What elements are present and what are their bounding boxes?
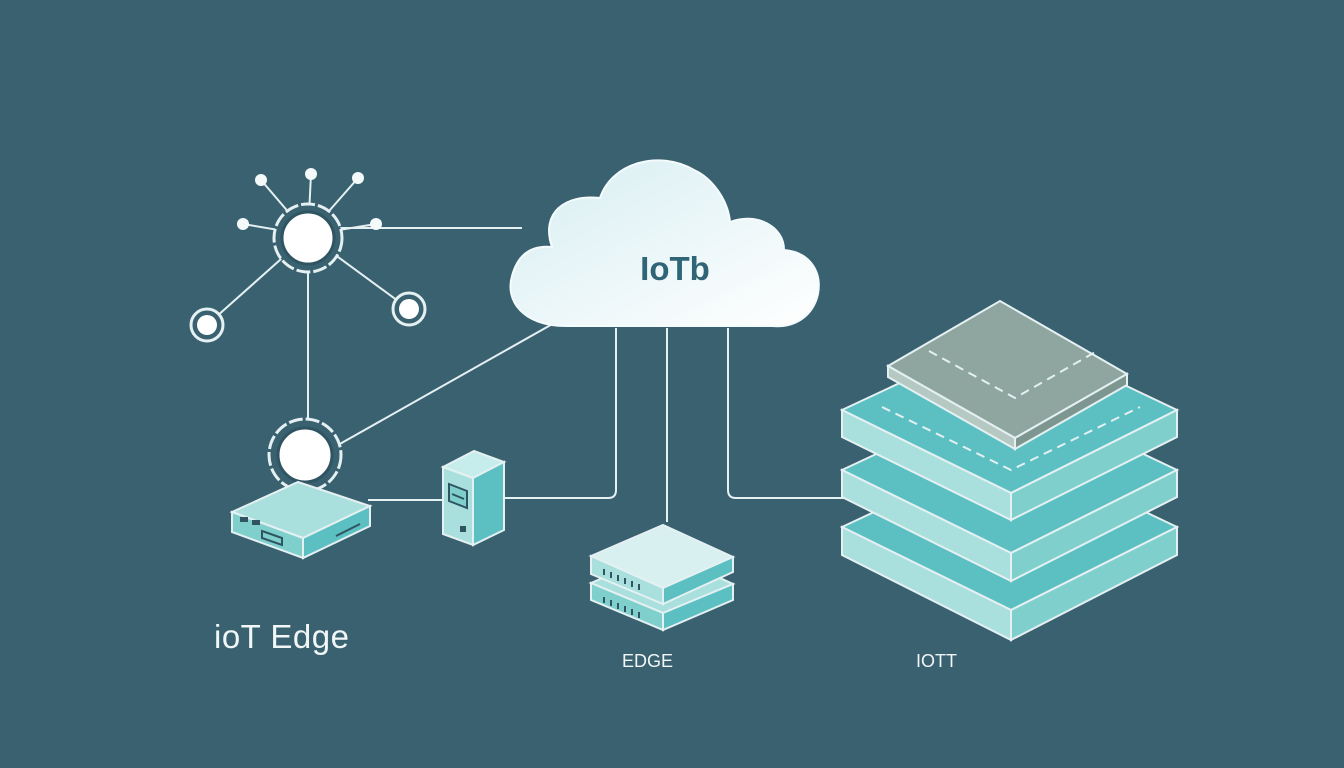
connection-lines — [307, 227, 848, 522]
server-tower-device — [440, 449, 507, 547]
sensor-hub — [189, 168, 427, 343]
stack-top-layer — [885, 299, 1130, 451]
iot-edge-label: ioT Edge — [214, 618, 350, 655]
sensor-dot — [352, 172, 364, 184]
server-to-cloud-line — [500, 328, 617, 499]
edge-router-device — [229, 417, 373, 560]
hub-node — [272, 202, 344, 274]
sensor-dot — [237, 218, 249, 230]
cloud-label: IoTb — [640, 250, 710, 287]
sensor-dot — [370, 218, 382, 230]
router-node — [267, 417, 343, 493]
edge-label: EDGE — [622, 651, 674, 671]
sensor-dot — [305, 168, 317, 180]
cloud-to-stack-line — [727, 328, 848, 499]
sensor-node — [391, 291, 427, 327]
sensor-node — [189, 307, 225, 343]
node-to-cloud-line — [337, 321, 557, 446]
sensor-dot — [255, 174, 267, 186]
iott-label: IOTT — [916, 651, 957, 671]
data-layer-stack — [839, 299, 1180, 642]
cloud-shape — [509, 159, 820, 328]
edge-switch-device — [588, 523, 736, 632]
